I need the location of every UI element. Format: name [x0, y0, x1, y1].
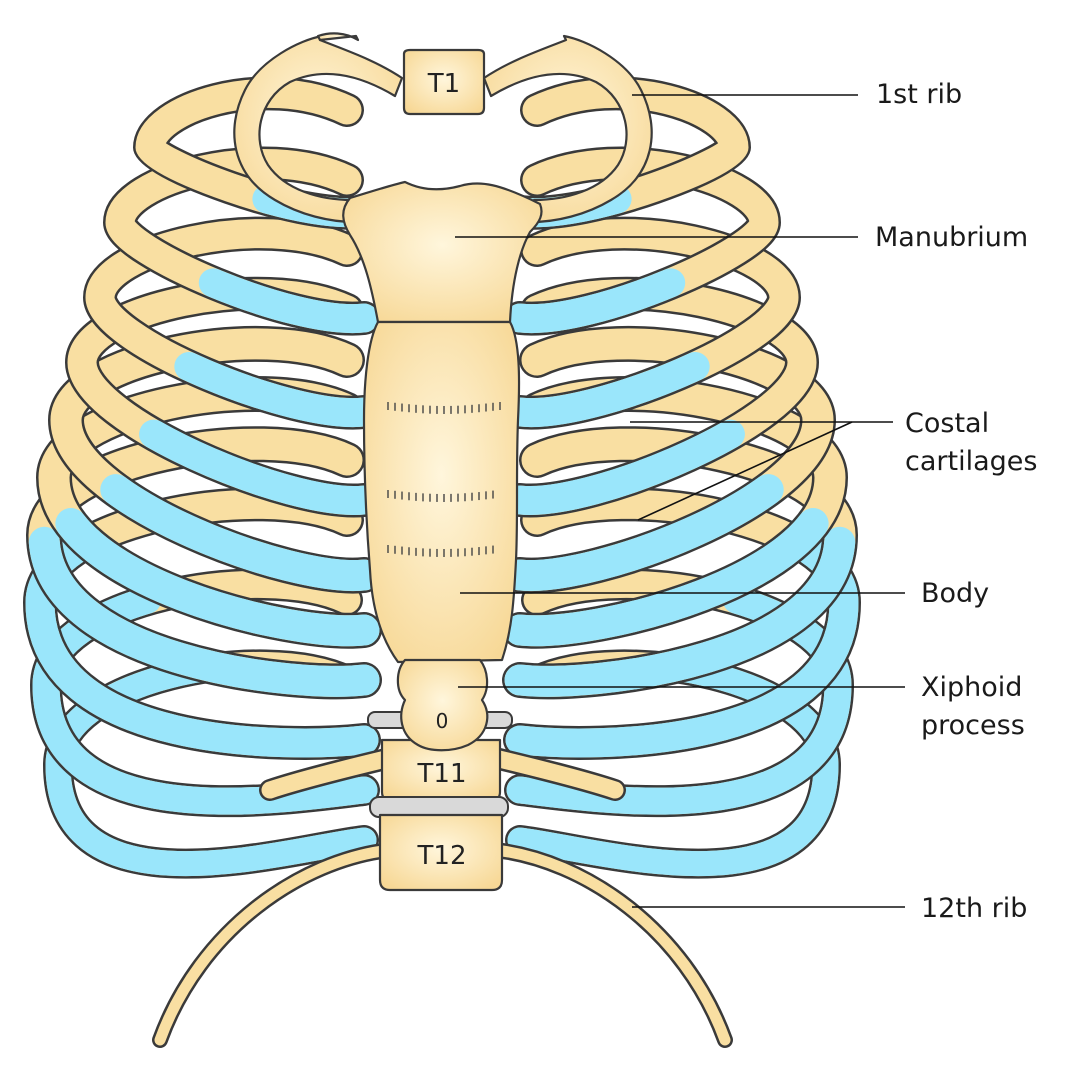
costal-cartilage	[504, 428, 856, 697]
rib-10-right	[504, 568, 855, 818]
manubrium	[342, 180, 543, 324]
rib-10-left	[29, 568, 380, 818]
costal-cartilage	[50, 328, 380, 592]
costal-cartilage	[38, 378, 380, 647]
costal-cartilage	[505, 149, 779, 334]
costal-cartilage	[28, 428, 380, 697]
rib-6-left	[47, 325, 382, 594]
first-ribs	[233, 32, 653, 224]
costal-cartilage	[105, 149, 379, 334]
label-manubrium: Manubrium	[875, 222, 1028, 253]
twelfth-ribs	[152, 842, 733, 1048]
label-twelfth-rib: 12th rib	[921, 893, 1027, 924]
label-body: Body	[921, 578, 989, 609]
costal-cartilage	[504, 328, 834, 592]
costal-cartilage	[32, 570, 378, 815]
rib-8-left	[25, 426, 382, 700]
costal-cartilage	[67, 279, 379, 515]
costal-cartilage	[505, 219, 799, 428]
sternal-body	[362, 320, 521, 664]
sternal-ridges	[387, 402, 501, 557]
label-costal-line2: cartilages	[905, 446, 1037, 477]
rib-9-right	[503, 487, 862, 760]
label-xiphoid-line1: Xiphoid	[921, 672, 1022, 703]
labels: 1st rib Manubrium Costal cartilages Body…	[875, 79, 1037, 924]
t11-label: T11	[417, 759, 467, 789]
eleventh-rib-heads	[259, 747, 626, 801]
costal-cartilage	[505, 279, 817, 515]
label-costal-line1: Costal	[905, 408, 989, 439]
label-first-rib: 1st rib	[876, 79, 962, 110]
costal-cartilage	[25, 489, 379, 758]
costal-cartilage	[506, 570, 852, 815]
vertebra-t12: T12	[378, 813, 504, 892]
rib-9-left	[22, 487, 381, 760]
rib-4-right	[503, 216, 802, 430]
label-xiphoid-line2: process	[921, 710, 1025, 741]
xiphoid-process: 0	[367, 658, 513, 752]
costal-cartilage	[504, 378, 846, 647]
t12-label: T12	[417, 841, 467, 871]
rib-6-right	[502, 325, 837, 594]
rib-4-left	[82, 216, 381, 430]
t1-label: T1	[427, 69, 460, 99]
rib-8-right	[502, 426, 859, 700]
vertebra-t1: T1	[402, 48, 486, 116]
leader-lines	[455, 94, 905, 908]
costal-cartilage	[85, 219, 379, 428]
sternum	[342, 180, 543, 664]
ribs	[22, 76, 862, 879]
xiphoid-mark: 0	[436, 709, 449, 733]
costal-cartilage	[505, 489, 859, 758]
